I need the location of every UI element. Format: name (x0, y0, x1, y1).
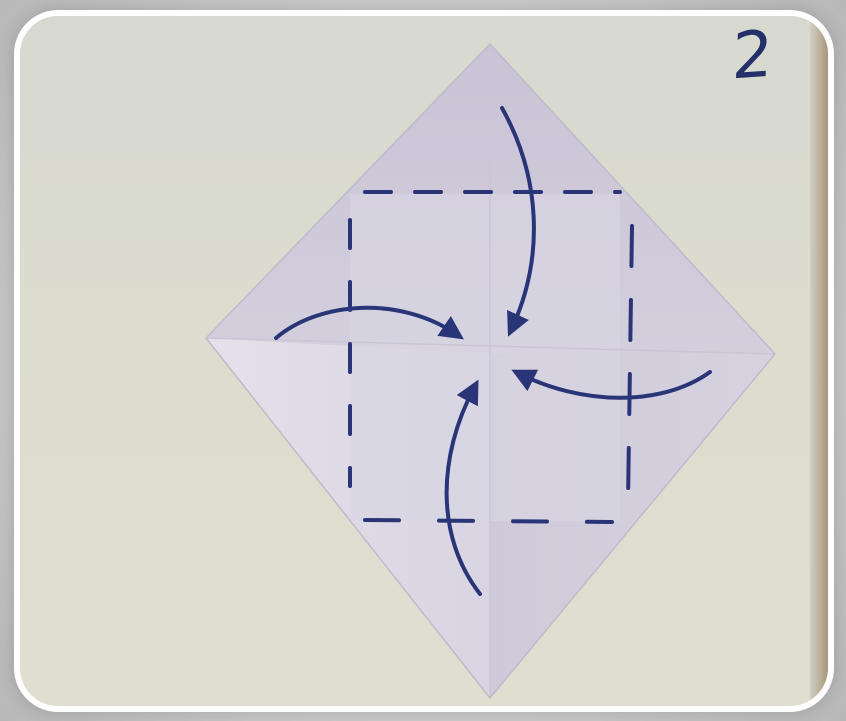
paper-center (350, 194, 620, 521)
origami-photo: 2 (14, 10, 834, 712)
origami-diagram (20, 16, 828, 706)
paper-square (206, 44, 775, 698)
step-number: 2 (731, 22, 774, 89)
